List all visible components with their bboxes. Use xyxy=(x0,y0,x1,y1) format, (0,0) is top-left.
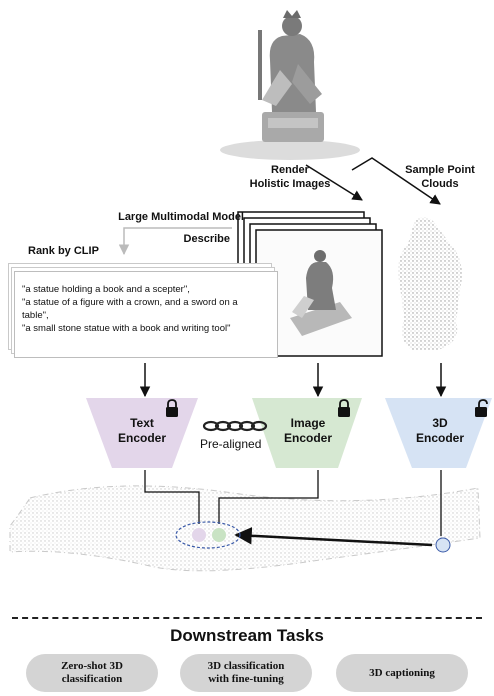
task-pill-fine-tuning: 3D classification with fine-tuning xyxy=(180,654,312,692)
downstream-title: Downstream Tasks xyxy=(170,626,324,645)
describe-arrow xyxy=(118,227,232,256)
section-divider xyxy=(12,617,482,619)
sample-arrow xyxy=(351,157,441,205)
rank-label: Rank by CLIP xyxy=(28,245,99,257)
align-arrow xyxy=(234,527,433,547)
image-embedding-line xyxy=(218,470,319,524)
chain-icon xyxy=(202,420,268,432)
text-embedding-point xyxy=(192,528,206,542)
aligned-group-outline xyxy=(175,521,241,549)
lmm-label: Large Multimodal Model xyxy=(118,211,244,223)
render-label: Render Holistic Images xyxy=(249,164,331,190)
render-arrow xyxy=(305,164,363,201)
threed-encoder-label: 3D Encoder xyxy=(415,416,464,445)
text-embedding-line xyxy=(144,470,200,524)
prealigned-label: Pre-aligned xyxy=(200,437,262,451)
caption-list: "a statue holding a book and a scepter",… xyxy=(22,283,254,335)
lock-closed-icon xyxy=(166,399,178,417)
image-encoder-label: Image Encoder xyxy=(283,416,332,445)
task-pill-captioning: 3D captioning xyxy=(336,654,468,692)
text-encoder-label: Text Encoder xyxy=(117,416,166,445)
caption-card-front xyxy=(14,271,278,358)
threed-embedding-point xyxy=(435,537,451,553)
caption-item: "a small stone statue with a book and wr… xyxy=(22,323,231,334)
caption-item: "a statue of a figure with a crown, and … xyxy=(22,297,238,321)
lock-closed-icon xyxy=(338,399,350,417)
caption-item: "a statue holding a book and a scepter", xyxy=(22,284,190,295)
task-pill-zero-shot: Zero-shot 3D classification xyxy=(26,654,158,692)
threed-encoder-shape xyxy=(385,398,492,468)
point-cloud-illustration xyxy=(398,217,462,350)
statue-illustration xyxy=(220,10,360,160)
image-encoder-shape xyxy=(252,398,362,468)
image-embedding-point xyxy=(212,528,226,542)
lock-open-icon xyxy=(475,399,488,417)
describe-label: Describe xyxy=(183,233,230,245)
sample-label: Sample Point Clouds xyxy=(405,164,475,190)
